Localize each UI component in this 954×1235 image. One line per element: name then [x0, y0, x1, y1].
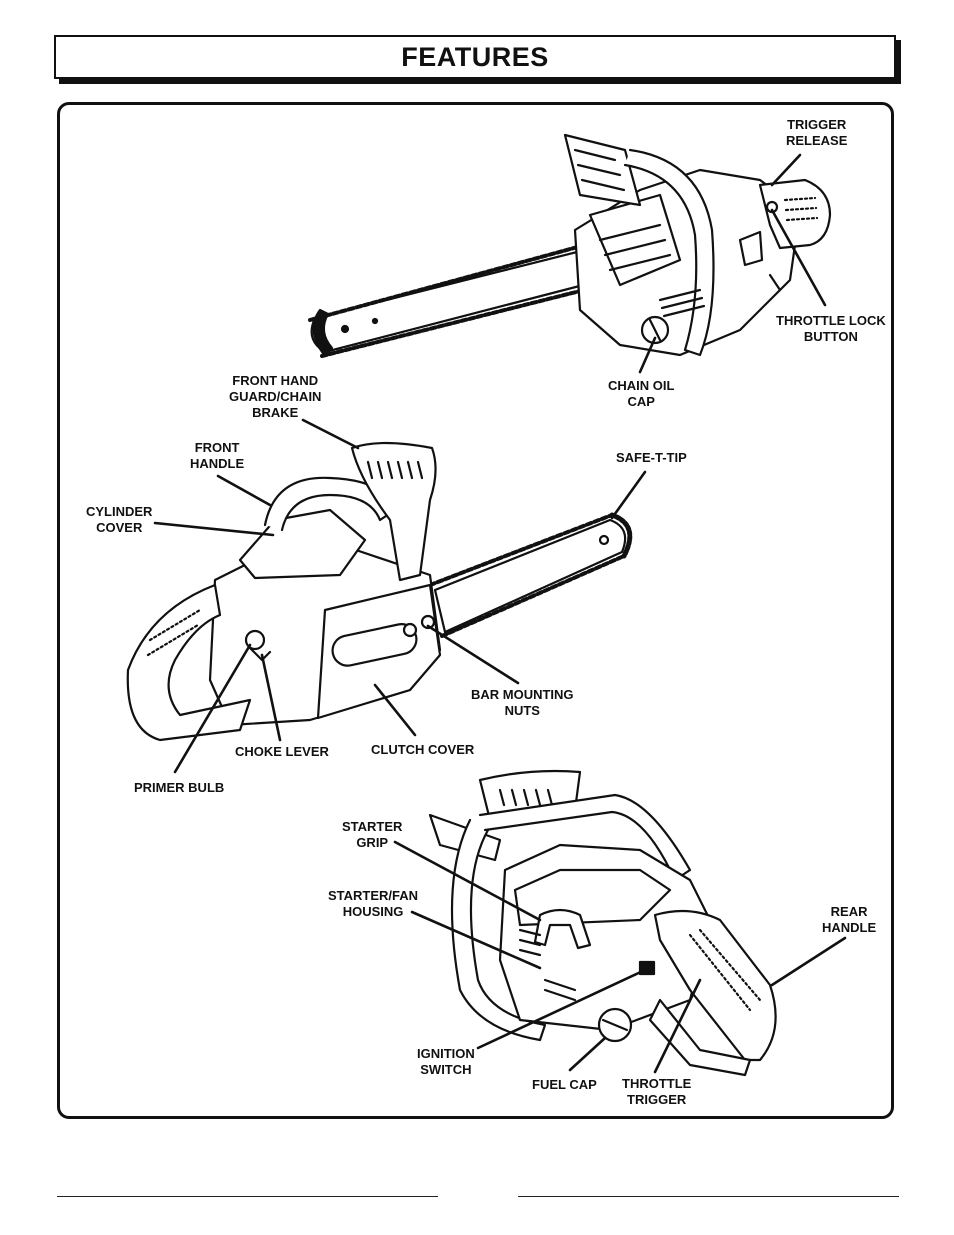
label-front-handle: FRONT HANDLE [190, 440, 245, 471]
illustration-frame [57, 102, 894, 1119]
label-front-hand-guard: FRONT HAND GUARD/CHAIN BRAKE [229, 373, 322, 420]
label-ignition-switch: IGNITION SWITCH [417, 1046, 475, 1077]
label-starter-grip: STARTER GRIP [342, 819, 403, 850]
page-title: FEATURES [401, 41, 549, 72]
page-title-box: FEATURES [54, 35, 896, 79]
label-choke-lever: CHOKE LEVER [235, 744, 329, 759]
chainsaw-top-view [308, 133, 832, 358]
label-rear-handle: REAR HANDLE [822, 904, 877, 935]
label-chain-oil-cap: CHAIN OIL CAP [608, 378, 675, 409]
leader-lines [153, 153, 847, 1074]
label-cylinder-cover: CYLINDER COVER [86, 504, 153, 535]
label-throttle-lock-button: THROTTLE LOCK BUTTON [776, 313, 886, 344]
footer-rule-left [57, 1196, 438, 1197]
label-clutch-cover: CLUTCH COVER [371, 742, 475, 757]
label-starter-fan-housing: STARTER/FAN HOUSING [328, 888, 419, 919]
chainsaw-rear-view [428, 769, 777, 1077]
label-bar-mounting-nuts: BAR MOUNTING NUTS [471, 687, 574, 718]
label-fuel-cap: FUEL CAP [532, 1077, 597, 1092]
label-throttle-trigger: THROTTLE TRIGGER [622, 1076, 692, 1107]
label-safe-t-tip: SAFE-T-TIP [616, 450, 687, 465]
label-trigger-release: TRIGGER RELEASE [786, 117, 848, 148]
label-primer-bulb: PRIMER BULB [134, 780, 225, 795]
footer-rule-right [518, 1196, 899, 1197]
